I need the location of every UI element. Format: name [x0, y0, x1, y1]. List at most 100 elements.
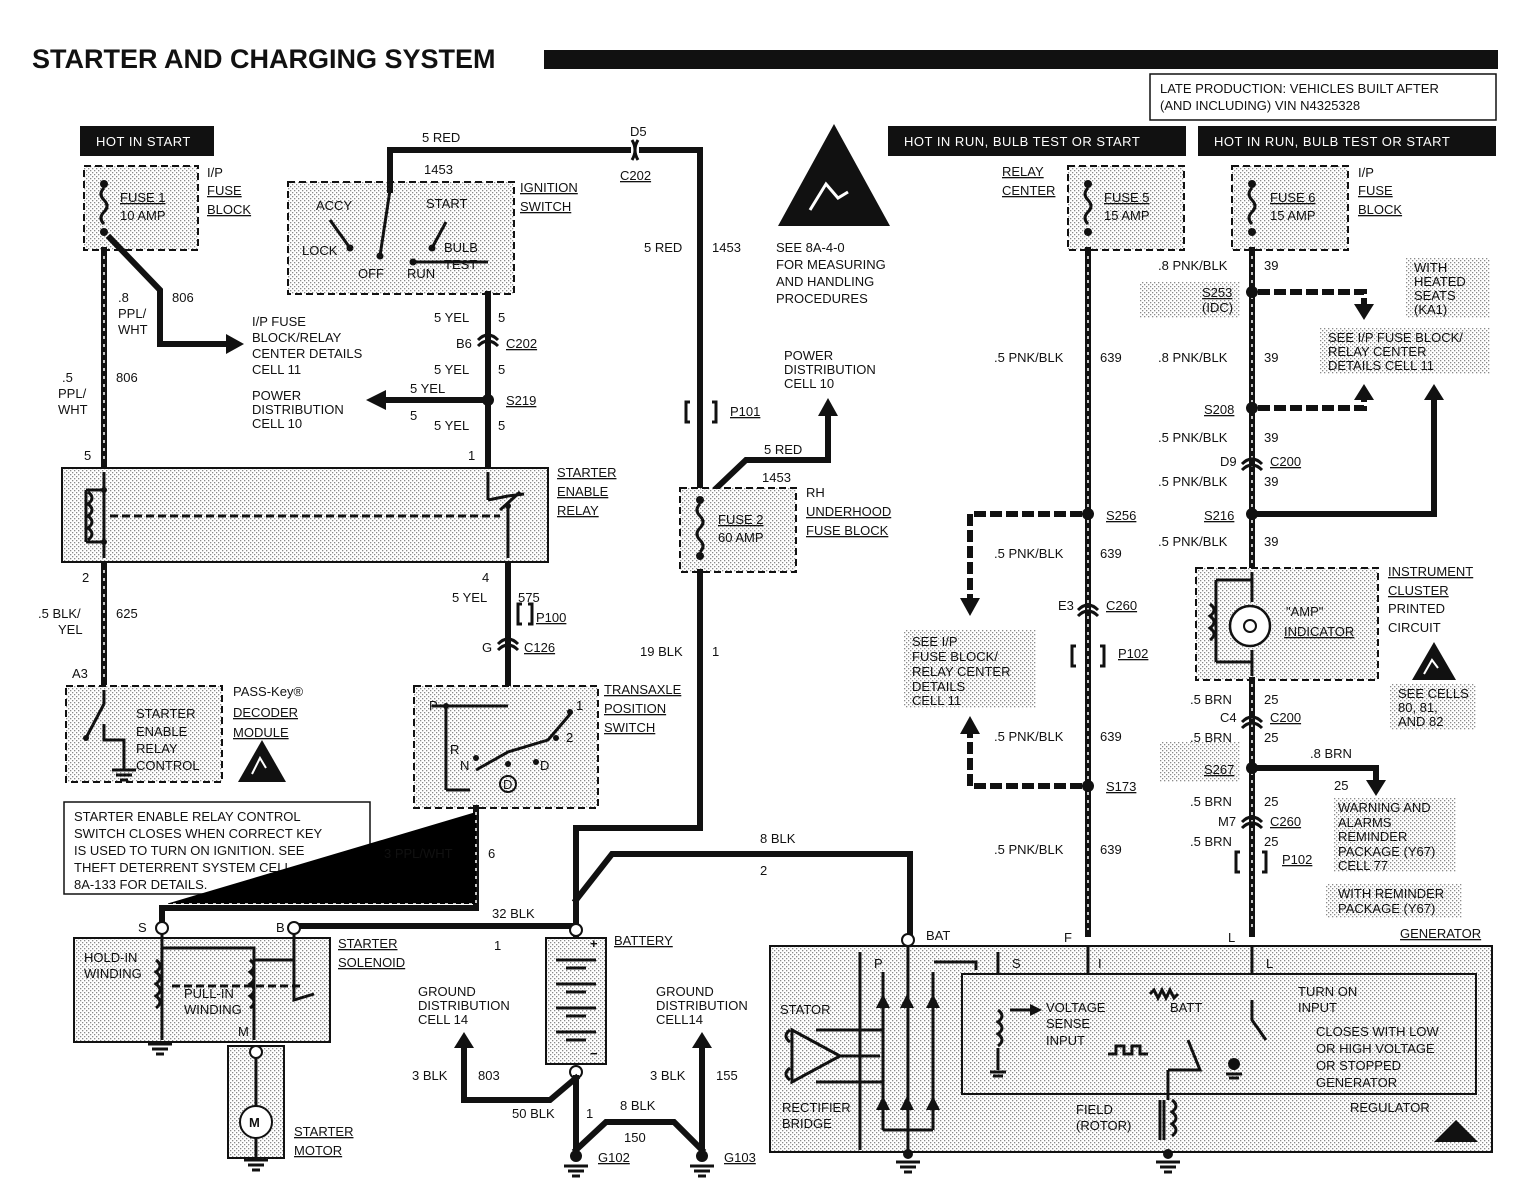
svg-text:G102: G102: [598, 1150, 630, 1165]
svg-text:MOTOR: MOTOR: [294, 1143, 342, 1158]
svg-text:UNDERHOOD: UNDERHOOD: [806, 504, 891, 519]
wire-5red-right: [639, 147, 703, 501]
svg-text:S253: S253: [1202, 285, 1232, 300]
svg-text:CONTROL: CONTROL: [136, 758, 200, 773]
svg-text:START: START: [426, 196, 467, 211]
fuse-1: FUSE 1 10 AMP: [83, 165, 199, 251]
svg-text:39: 39: [1264, 534, 1278, 549]
svg-text:CLUSTER: CLUSTER: [1388, 583, 1449, 598]
svg-text:REMINDER: REMINDER: [1338, 829, 1407, 844]
transaxle-label: TRANSAXLE POSITION SWITCH: [604, 682, 682, 735]
svg-text:FUSE 5: FUSE 5: [1104, 190, 1150, 205]
svg-text:D: D: [540, 758, 549, 773]
svg-text:(ROTOR): (ROTOR): [1076, 1118, 1131, 1133]
wire-labels-575: 5 YEL 575 P100 G C126: [452, 590, 566, 655]
svg-text:CELL 11: CELL 11: [252, 362, 301, 377]
svg-text:.5 PNK/BLK: .5 PNK/BLK: [994, 546, 1064, 561]
svg-text:REGULATOR: REGULATOR: [1350, 1100, 1430, 1115]
svg-text:SEE I/P FUSE BLOCK/: SEE I/P FUSE BLOCK/: [1328, 330, 1463, 345]
svg-text:(IDC): (IDC): [1202, 300, 1233, 315]
svg-text:HOLD-IN: HOLD-IN: [84, 950, 137, 965]
wire-s173-branch: [967, 732, 1082, 789]
wire-806-branch: [105, 233, 231, 347]
svg-text:5 RED: 5 RED: [644, 240, 682, 255]
svg-text:INDICATOR: INDICATOR: [1284, 624, 1354, 639]
svg-text:GROUND: GROUND: [656, 984, 714, 999]
note-see-ip-right: SEE I/P FUSE BLOCK/ RELAY CENTER DETAILS…: [1320, 328, 1490, 374]
note-heated-seats: WITH HEATED SEATS (KA1): [1406, 258, 1490, 318]
note-see-ip-left: SEE I/P FUSE BLOCK/ RELAY CENTER DETAILS…: [904, 630, 1036, 708]
terminal-s: S: [138, 920, 147, 935]
svg-text:80, 81,: 80, 81,: [1398, 700, 1438, 715]
svg-text:1: 1: [586, 1106, 593, 1121]
svg-text:803: 803: [478, 1068, 500, 1083]
wire-s208-branch: [1258, 398, 1367, 411]
svg-text:INSTRUMENT: INSTRUMENT: [1388, 564, 1473, 579]
svg-text:1: 1: [576, 698, 583, 713]
svg-text:VOLTAGE: VOLTAGE: [1046, 1000, 1106, 1015]
svg-text:DETAILS CELL 11: DETAILS CELL 11: [1328, 358, 1434, 373]
svg-text:.5 BRN: .5 BRN: [1190, 794, 1232, 809]
battery-label: BATTERY: [614, 933, 673, 948]
passkey-label: PASS-Key® DECODER MODULE: [233, 684, 303, 740]
esd-warning-icon: [238, 740, 286, 782]
wire-labels-ign: 5 YEL 5 B6 C202 5 YEL 5 5 YEL 5 S219 5 Y…: [410, 310, 537, 433]
svg-text:.8: .8: [118, 290, 129, 305]
ignition-switch: ACCY START LOCK BULB TEST OFF RUN: [287, 181, 515, 295]
wire-s216-branch: [1255, 395, 1437, 517]
svg-text:SWITCH: SWITCH: [520, 199, 571, 214]
svg-text:CENTER: CENTER: [1002, 183, 1055, 198]
svg-text:.5 PNK/BLK: .5 PNK/BLK: [994, 729, 1064, 744]
svg-text:.5 BRN: .5 BRN: [1190, 692, 1232, 707]
svg-text:DISTRIBUTION: DISTRIBUTION: [784, 362, 876, 377]
note-power-dist-a: POWER DISTRIBUTION CELL 10: [252, 388, 344, 431]
svg-text:WINDING: WINDING: [184, 1002, 242, 1017]
svg-text:60 AMP: 60 AMP: [718, 530, 764, 545]
svg-text:DISTRIBUTION: DISTRIBUTION: [656, 998, 748, 1013]
wire-19blk: [573, 569, 703, 939]
rh-fuse-block-label: RH UNDERHOOD FUSE BLOCK: [806, 485, 891, 538]
svg-text:OR STOPPED: OR STOPPED: [1316, 1058, 1401, 1073]
svg-text:N: N: [460, 758, 469, 773]
svg-text:ACCY: ACCY: [316, 198, 352, 213]
generator-labels: GENERATOR BAT F L P S I L STATOR RECTIFI…: [780, 926, 1481, 1133]
hot-in-run-label-b: HOT IN RUN, BULB TEST OR START: [1198, 126, 1496, 156]
svg-text:FUSE: FUSE: [1358, 183, 1393, 198]
fuse-5: FUSE 5 15 AMP: [1067, 165, 1185, 251]
svg-text:FUSE BLOCK: FUSE BLOCK: [806, 523, 889, 538]
svg-text:C200: C200: [1270, 710, 1301, 725]
svg-text:25: 25: [1264, 692, 1278, 707]
svg-text:3 BLK: 3 BLK: [412, 1068, 448, 1083]
instrument-cluster-label: INSTRUMENT CLUSTER PRINTED CIRCUIT: [1388, 564, 1473, 635]
svg-text:SEATS: SEATS: [1414, 288, 1456, 303]
svg-text:CIRCUIT: CIRCUIT: [1388, 620, 1441, 635]
svg-text:RELAY: RELAY: [1002, 164, 1044, 179]
fuse-2: FUSE 2 60 AMP: [679, 487, 797, 573]
svg-text:AND 82: AND 82: [1398, 714, 1444, 729]
svg-text:I/P: I/P: [1358, 165, 1374, 180]
svg-text:WITH: WITH: [1414, 260, 1447, 275]
svg-text:(KA1): (KA1): [1414, 302, 1447, 317]
svg-text:RELAY CENTER: RELAY CENTER: [912, 664, 1011, 679]
svg-text:S173: S173: [1106, 779, 1136, 794]
svg-text:GROUND: GROUND: [418, 984, 476, 999]
svg-text:HOT IN START: HOT IN START: [96, 134, 191, 149]
connector-c202-d5: [630, 139, 640, 161]
svg-text:2: 2: [760, 863, 767, 878]
svg-text:P: P: [874, 956, 883, 971]
svg-text:5 YEL: 5 YEL: [434, 362, 469, 377]
svg-text:.5 PNK/BLK: .5 PNK/BLK: [1158, 430, 1228, 445]
svg-text:10 AMP: 10 AMP: [120, 208, 166, 223]
svg-text:.5 BLK/: .5 BLK/: [38, 606, 81, 621]
svg-text:STARTER ENABLE RELAY CONTROL: STARTER ENABLE RELAY CONTROL: [74, 809, 301, 824]
svg-text:BRIDGE: BRIDGE: [782, 1116, 832, 1131]
svg-text:M: M: [249, 1115, 260, 1130]
starter-enable-relay-label: STARTER ENABLE RELAY: [557, 465, 616, 518]
wire-803: [461, 1045, 581, 1103]
svg-text:1: 1: [712, 644, 719, 659]
hot-in-run-label-a: HOT IN RUN, BULB TEST OR START: [888, 126, 1186, 156]
svg-text:STARTER: STARTER: [557, 465, 616, 480]
svg-text:5 YEL: 5 YEL: [434, 418, 469, 433]
svg-text:15 AMP: 15 AMP: [1104, 208, 1150, 223]
